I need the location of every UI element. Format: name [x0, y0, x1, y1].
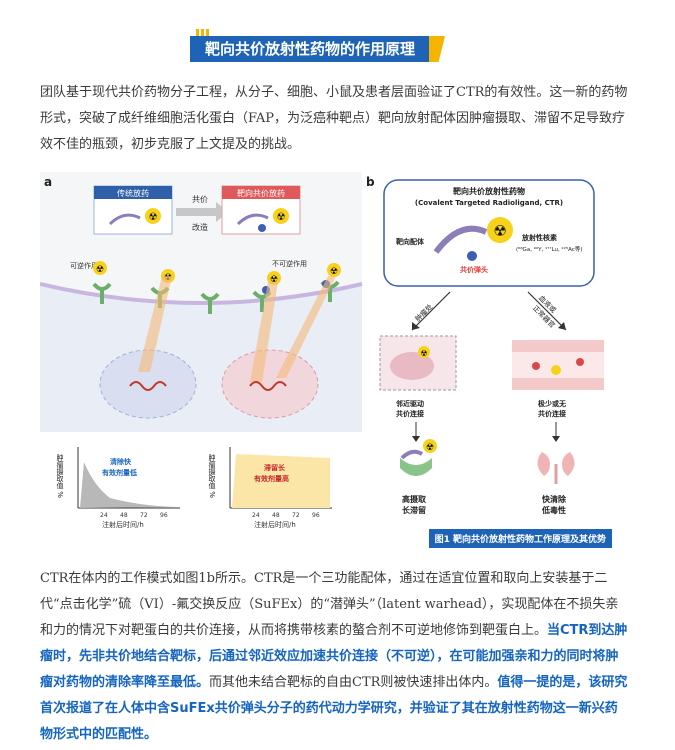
body-highlight-2: 值得一提的是，该研究首次报道了在人体中含SuFEx共价弹头分子的药代动力学研究，… [40, 675, 628, 742]
title-tab-decoration [429, 36, 445, 62]
svg-text:☢: ☢ [277, 212, 286, 223]
irreversible-label: 不可逆作用 [272, 259, 307, 268]
body-text-1: CTR在体内的工作模式如图1b所示。CTR是一个三功能配体，通过在适宜位置和取向… [40, 571, 619, 638]
body-paragraph: CTR在体内的工作模式如图1b所示。CTR是一个三功能配体，通过在适宜位置和取向… [40, 566, 630, 748]
tick: 96 [312, 512, 320, 519]
svg-text:☢: ☢ [96, 265, 104, 275]
title-decoration [196, 24, 212, 39]
covalent-drug-label: 靶向共价放药 [237, 188, 285, 198]
to-tumor-label: 肿瘤处 [413, 302, 434, 323]
tumor-result-2: 长滞留 [402, 505, 426, 515]
receptor-bound [400, 458, 432, 476]
svg-text:☢: ☢ [149, 212, 158, 223]
chart-right-curve [232, 454, 330, 508]
panel-b-label: b [366, 175, 375, 189]
reversible-label: 可逆作用 [70, 261, 98, 270]
section-title: 靶向共价放射性药物的作用原理 [190, 29, 445, 66]
figure-graphic: a 传统放药 ☢ 共价 改造 靶向共价放药 ☢ 可逆作用 不可逆作用 [39, 172, 604, 529]
blood-result-2: 低毒性 [541, 505, 566, 515]
chart-left-xlabel: 注射后时间/h [102, 520, 144, 529]
radioactive-icon [145, 208, 161, 224]
cell-membrane [39, 282, 363, 305]
tick: 72 [140, 512, 148, 519]
svg-text:☢: ☢ [330, 267, 338, 277]
tumor-result-1: 高摄取 [402, 494, 426, 504]
intro-paragraph: 团队基于现代共价药物分子工程，从分子、细胞、小鼠及患者层面验证了CTR的有效性。… [40, 85, 628, 152]
figure-caption: 图1 靶向共价放射性药物工作原理及其优势 [428, 529, 612, 548]
chart-left-ylabel: 肿瘤摄取值 % [56, 453, 64, 498]
body-text-2: 而其他未结合靶标的自由CTR则被快速排出体内。 [209, 675, 498, 690]
kidney-icon [537, 452, 550, 476]
tumor-note-1: 邻近驱动 [395, 399, 424, 408]
blood-note-1: 极少或无 [538, 399, 566, 408]
chart-right-ylabel: 肿瘤摄取值 % [208, 453, 216, 498]
nucleus-right [221, 349, 319, 419]
tick: 48 [272, 512, 280, 519]
chart-right: 肿瘤摄取值 % 滞留长 有效剂量高 24 48 72 96 注射后时间/h [208, 447, 332, 529]
body-highlight-1: 当CTR到达肿瘤时，先非共价地结合靶标，后通过邻近效应加速共价连接（不可逆），在… [40, 623, 628, 690]
radioactive-icon [273, 208, 289, 224]
dna-strand [129, 381, 167, 391]
ctr-subtitle: (Covalent Targeted Radioligand, CTR) [415, 199, 563, 207]
radioactive-icon [487, 217, 513, 243]
chart-right-text2: 有效剂量高 [254, 474, 289, 483]
arrow-label-top: 共价 [192, 195, 208, 204]
tick: 24 [100, 512, 108, 519]
warhead-dot [467, 251, 477, 261]
chart-right-xlabel: 注射后时间/h [254, 520, 296, 529]
chart-left-text1: 清除快 [110, 457, 132, 466]
chart-left-curve [80, 462, 178, 508]
svg-text:☢: ☢ [426, 443, 434, 453]
nuclide-label: 放射性核素 [521, 233, 557, 242]
svg-text:☢: ☢ [270, 275, 278, 285]
tick: 48 [120, 512, 128, 519]
tick: 72 [292, 512, 300, 519]
panel-a-label: a [44, 175, 52, 189]
warhead-label: 共价弹头 [460, 265, 488, 274]
dna-strand [249, 381, 287, 391]
tick: 24 [252, 512, 260, 519]
ctr-title: 靶向共价放射性药物 [453, 186, 525, 196]
nuclide-list: (⁶⁸Ga, ⁹⁰Y, ¹⁷⁷Lu, ²²⁵Ac等) [516, 245, 582, 253]
section-title-text: 靶向共价放射性药物的作用原理 [190, 36, 430, 62]
nucleus-left [99, 349, 197, 419]
ligand-shape [433, 225, 488, 254]
traditional-drug-label: 传统放药 [117, 188, 149, 198]
blood-result-1: 快清除 [542, 494, 567, 504]
tumor-note-2: 共价连接 [396, 409, 424, 418]
arrow-icon [176, 202, 228, 222]
chart-left-text2: 有效剂量低 [102, 468, 137, 477]
tick: 96 [160, 512, 168, 519]
chart-left: 肿瘤摄取值 % 清除快 有效剂量低 24 48 72 96 注射后时间/h [56, 447, 180, 529]
chart-right-text1: 滞留长 [264, 463, 286, 472]
svg-text:☢: ☢ [420, 349, 427, 358]
ligand-label: 靶向配体 [396, 237, 425, 246]
svg-text:☢: ☢ [493, 222, 506, 240]
blood-note-2: 共价连接 [538, 409, 566, 418]
figure-1: a 传统放药 ☢ 共价 改造 靶向共价放药 ☢ 可逆作用 不可逆作用 [39, 172, 612, 548]
arrow-label-bottom: 改造 [192, 222, 208, 232]
